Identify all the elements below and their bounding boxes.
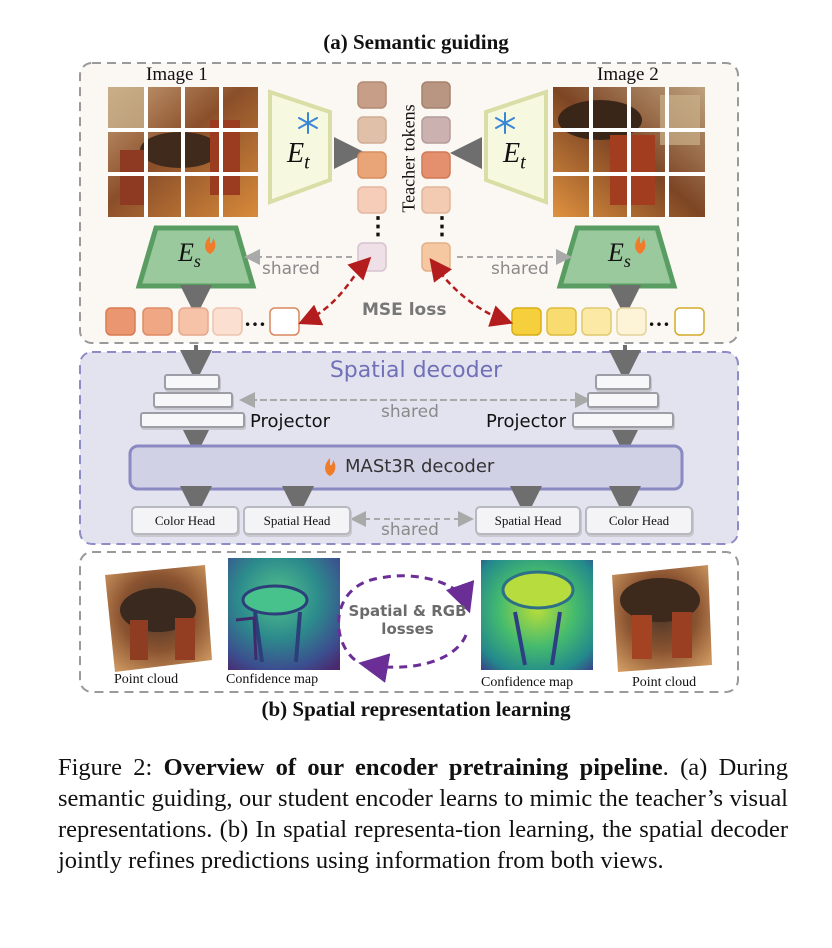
panel-b-title: (b) Spatial representation learning bbox=[261, 697, 571, 721]
student-encoder-subscript: s bbox=[623, 251, 631, 272]
losses-label-line-1: Spatial & RGB bbox=[348, 602, 467, 620]
student-tokens-right-ellipsis: … bbox=[648, 306, 670, 331]
image-2-label: Image 2 bbox=[597, 64, 659, 85]
shared-heads-label: shared bbox=[381, 520, 439, 540]
point-cloud-right-image bbox=[612, 565, 712, 672]
color-head-left: Color Head bbox=[131, 506, 239, 535]
projector-left-bar-1 bbox=[164, 374, 220, 390]
losses-label: Spatial & RGB losses bbox=[345, 602, 470, 638]
teacher-encoder-symbol: E bbox=[287, 138, 305, 169]
confidence-map-left-image bbox=[228, 558, 340, 670]
point-cloud-right-label: Point cloud bbox=[632, 675, 697, 690]
shared-label-left: shared bbox=[262, 259, 320, 279]
flame-icon bbox=[205, 236, 216, 254]
projector-left-label: Projector bbox=[250, 411, 330, 432]
caption-bold-title: Overview of our encoder pretraining pipe… bbox=[163, 754, 663, 781]
confidence-map-right-image bbox=[481, 560, 593, 670]
student-encoder-symbol: E bbox=[608, 238, 624, 267]
student-tokens-left bbox=[105, 307, 300, 336]
spatial-decoder-title: Spatial decoder bbox=[329, 358, 503, 383]
image-2-patches bbox=[553, 87, 705, 217]
teacher-tokens-left-vdots: ⋮ bbox=[366, 214, 390, 240]
confidence-map-right-label: Confidence map bbox=[481, 675, 574, 690]
student-encoder-subscript: s bbox=[193, 251, 201, 272]
snowflake-icon bbox=[298, 112, 318, 134]
teacher-tokens-label: Teacher tokens bbox=[398, 104, 419, 213]
student-encoder-symbol: E bbox=[178, 238, 194, 267]
mse-arrow-left bbox=[298, 267, 362, 326]
teacher-tokens-right-vdots: ⋮ bbox=[430, 214, 454, 240]
student-encoder-right bbox=[556, 225, 678, 289]
student-encoder-right-label: Es bbox=[608, 238, 631, 272]
teacher-tokens-right bbox=[421, 81, 451, 272]
teacher-encoder-subscript: t bbox=[304, 151, 310, 174]
spatial-rgb-loss-loop bbox=[337, 574, 475, 683]
mse-loss-label: MSE loss bbox=[362, 300, 447, 320]
student-encoder-left bbox=[135, 225, 257, 289]
teacher-encoder-left-label: Et bbox=[287, 138, 310, 175]
projector-right-bar-3 bbox=[572, 412, 674, 428]
projector-left-bar-2 bbox=[153, 392, 233, 408]
image-1-patches bbox=[108, 87, 258, 217]
mast3r-decoder-label: MASt3R decoder bbox=[345, 456, 495, 477]
teacher-tokens-left bbox=[357, 81, 387, 272]
teacher-encoder-subscript: t bbox=[520, 151, 526, 174]
image-1-label: Image 1 bbox=[146, 64, 208, 85]
snowflake-icon bbox=[495, 112, 515, 134]
shared-label-right: shared bbox=[491, 259, 549, 279]
mse-arrow-right bbox=[439, 271, 514, 327]
point-cloud-left-image bbox=[105, 565, 212, 672]
spatial-head-left: Spatial Head bbox=[243, 506, 351, 535]
projector-left-bar-3 bbox=[140, 412, 245, 428]
student-tokens-left-ellipsis: … bbox=[244, 306, 266, 331]
mast3r-decoder-box bbox=[128, 444, 684, 491]
confidence-map-left-label: Confidence map bbox=[226, 672, 319, 687]
shared-projector-label: shared bbox=[381, 402, 439, 422]
teacher-encoder-symbol: E bbox=[503, 138, 521, 169]
panel-a-title: (a) Semantic guiding bbox=[323, 30, 509, 54]
caption-prefix: Figure 2: bbox=[58, 754, 164, 781]
student-tokens-right bbox=[511, 307, 705, 336]
point-cloud-left-label: Point cloud bbox=[114, 672, 179, 687]
losses-label-line-2: losses bbox=[381, 620, 434, 638]
flame-icon bbox=[635, 236, 646, 254]
projector-right-bar-1 bbox=[595, 374, 651, 390]
student-encoder-left-label: Es bbox=[178, 238, 201, 272]
teacher-encoder-right bbox=[484, 89, 548, 205]
projector-right-bar-2 bbox=[587, 392, 659, 408]
color-head-right: Color Head bbox=[585, 506, 693, 535]
teacher-encoder-right-label: Et bbox=[503, 138, 526, 175]
caption-body: . (a) During semantic guiding, our stude… bbox=[58, 754, 788, 874]
figure-caption: Figure 2: Overview of our encoder pretra… bbox=[58, 752, 788, 876]
projector-right-label: Projector bbox=[486, 411, 566, 432]
flame-icon bbox=[325, 458, 336, 476]
spatial-head-right: Spatial Head bbox=[475, 506, 581, 535]
